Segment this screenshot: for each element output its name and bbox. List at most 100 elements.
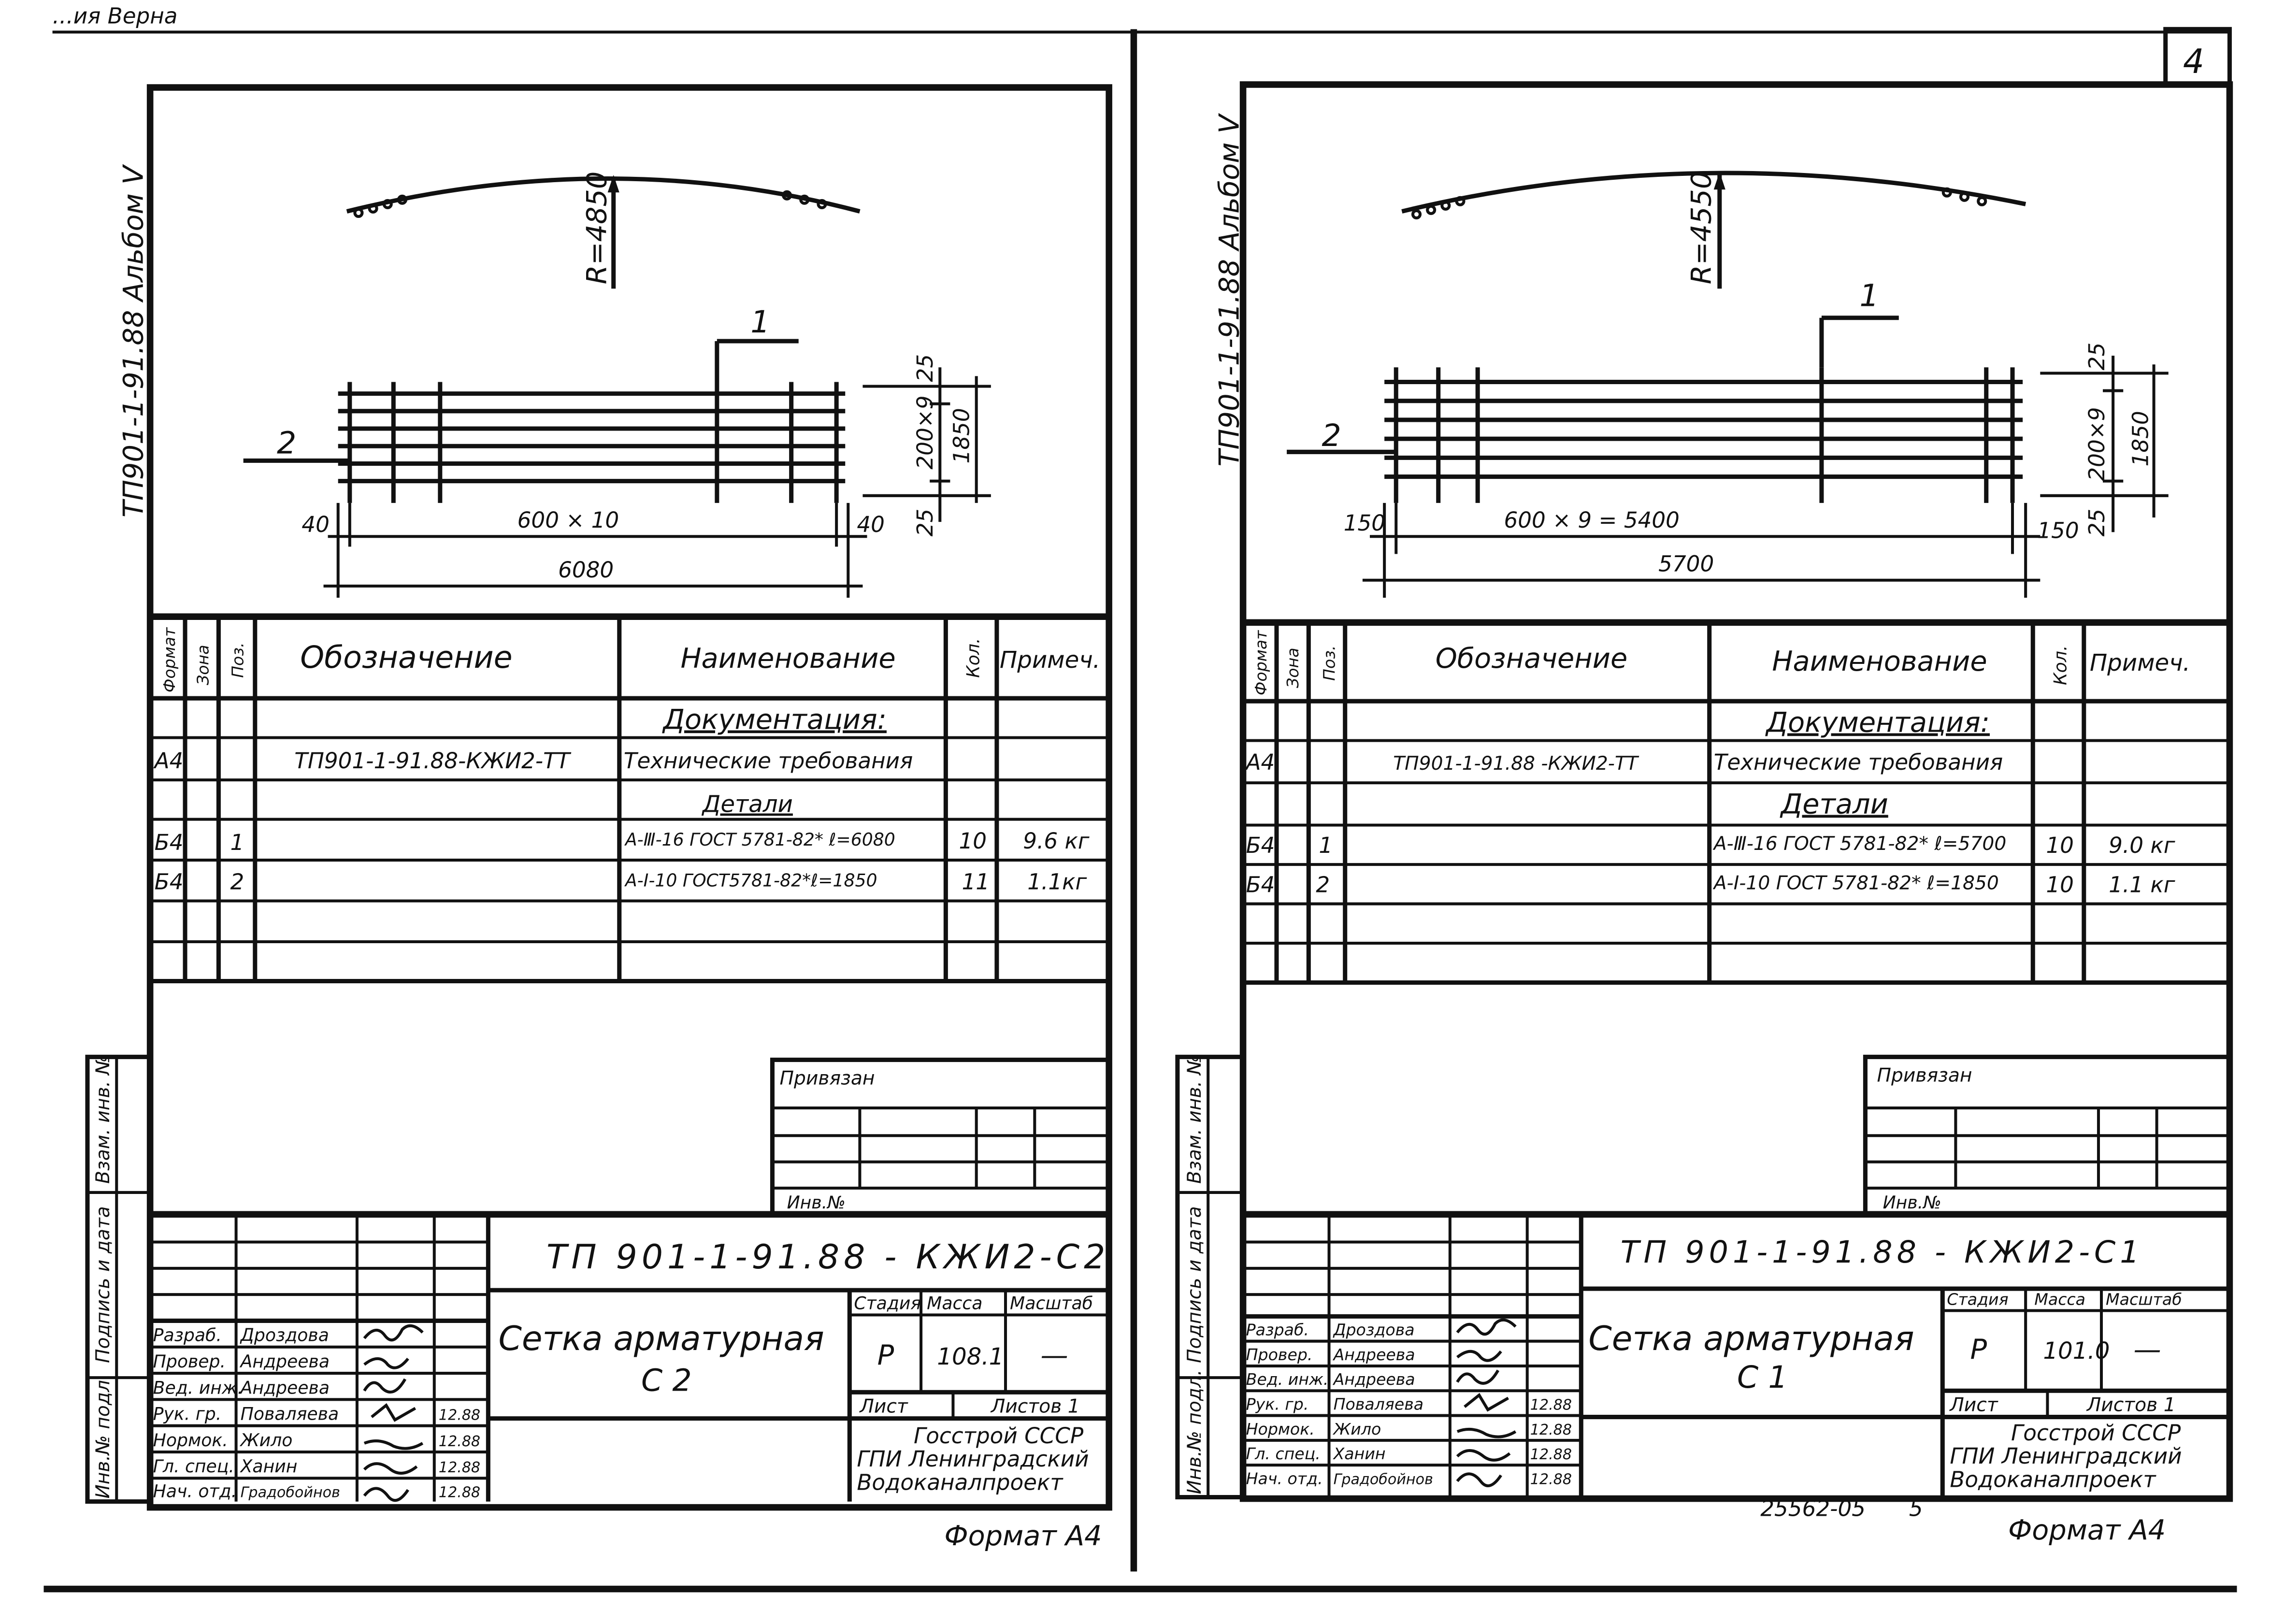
left-org-2: ГПИ Ленинградский: [857, 1446, 1089, 1472]
right-name-2: Андреева: [1333, 1370, 1415, 1389]
right-row4-format: Б4: [1246, 872, 1275, 897]
right-row0-name: Документация:: [1765, 706, 1990, 739]
right-row3-qty: 10: [2046, 833, 2074, 858]
right-name-5: Ханин: [1333, 1444, 1386, 1463]
right-scale: —: [2133, 1333, 2161, 1365]
right-pos1-label: 1: [1859, 278, 1879, 314]
left-sheet: ТП901-1-91.88 Альбом V R=4850: [85, 84, 1112, 1552]
right-arc: [1401, 171, 2026, 214]
left-side-label-podpis: Подпись и дата: [92, 1206, 114, 1363]
right-row3-note: 9.0 кг: [2109, 833, 2175, 858]
right-date-3: 12.88: [1530, 1396, 1572, 1413]
right-frame: [1239, 81, 2233, 1502]
right-name-3: Поваляева: [1334, 1394, 1424, 1413]
left-row1-format: А4: [153, 748, 184, 774]
left-name-5: Ханин: [240, 1456, 298, 1477]
left-hdr-zone: Зона: [193, 645, 212, 685]
left-date-6: 12.88: [439, 1484, 480, 1501]
top-stamp: ...ия Верна: [53, 3, 178, 29]
right-role-4: Нормок.: [1246, 1420, 1315, 1438]
right-row4-qty: 10: [2046, 872, 2074, 897]
right-privyazan: Привязан: [1877, 1065, 1972, 1087]
left-dim-height: 1850: [949, 408, 975, 463]
right-dim-top: 25: [2084, 343, 2110, 371]
left-mass: 108.1: [937, 1343, 1004, 1370]
right-mass: 101.0: [2043, 1337, 2110, 1365]
right-doc-number: 25562-05: [1760, 1496, 1866, 1522]
right-side-strip: [1175, 1054, 1246, 1500]
left-row4-name: А-Ⅰ-10 ГОСТ5781-82*ℓ=1850: [624, 870, 877, 891]
left-stage: Р: [877, 1339, 894, 1371]
left-hdr-note: Примеч.: [1000, 647, 1100, 674]
left-arc: [346, 176, 861, 214]
left-date-4: 12.88: [439, 1433, 480, 1450]
left-privyazan: Привязан: [780, 1068, 875, 1090]
left-title-grid: [150, 1211, 1109, 1502]
right-role-1: Провер.: [1246, 1345, 1313, 1364]
right-radius-arrow: [1713, 172, 1725, 190]
left-pos1-label: 1: [750, 304, 770, 340]
left-name-2: Андреева: [240, 1377, 330, 1398]
right-side-label-inv: Инв.№ подл.: [1184, 1369, 1206, 1494]
right-sheets-label: Листов 1: [2086, 1394, 2176, 1416]
right-sheet: ТП901-1-91.88 Альбом V R=4550: [1175, 81, 2233, 1546]
right-name-4: Жило: [1333, 1420, 1381, 1438]
right-dim-right: 150: [2037, 517, 2079, 543]
right-row3-format: Б4: [1246, 833, 1275, 858]
left-org-3: Водоканалпроект: [857, 1469, 1063, 1495]
right-sheet-label: Лист: [1949, 1394, 1998, 1416]
right-row3-name: А-Ⅲ-16 ГОСТ 5781-82* ℓ=5700: [1712, 833, 2007, 855]
left-pos2-label: 2: [277, 425, 296, 460]
left-format: Формат А4: [944, 1520, 1102, 1552]
left-row4-note: 1.1кг: [1027, 869, 1087, 894]
left-role-2: Вед. инж.: [153, 1377, 243, 1398]
left-dim-top: 25: [912, 354, 938, 382]
left-row3-format: Б4: [155, 830, 184, 855]
left-dim-lines: [323, 367, 991, 598]
left-radius-arrow: [607, 175, 619, 193]
left-radius: R=4850: [581, 172, 613, 285]
left-role-1: Провер.: [153, 1351, 226, 1372]
left-name-0: Дроздова: [240, 1325, 329, 1346]
left-row1-name: Технические требования: [624, 748, 913, 774]
left-album-label: ТП901-1-91.88 Альбом V: [117, 164, 150, 517]
page-number: 4: [2183, 43, 2204, 81]
right-mesh: [1287, 316, 2023, 503]
right-mass-label: Масса: [2034, 1290, 2085, 1308]
right-role-6: Нач. отд.: [1246, 1469, 1323, 1488]
right-role-5: Гл. спец.: [1246, 1444, 1321, 1463]
left-frame: [146, 84, 1112, 1511]
left-hdr-designation: Обозначение: [300, 639, 512, 675]
left-title-line2: С 2: [641, 1362, 692, 1398]
left-title-line1: Сетка арматурная: [498, 1320, 824, 1358]
right-privyazan-grid: [1863, 1054, 2232, 1217]
right-row1-name: Технические требования: [1714, 749, 2003, 775]
right-dim-lines: [1362, 356, 2169, 598]
left-role-3: Рук. гр.: [153, 1404, 222, 1424]
right-arc-bar-ends: [1411, 187, 1987, 220]
left-row2-name: Детали: [702, 790, 793, 818]
left-side-strip: [85, 1054, 153, 1504]
right-pos2-label: 2: [1322, 417, 1341, 453]
left-row4-qty: 11: [962, 869, 990, 894]
right-org-1: Госстрой СССР: [2011, 1420, 2181, 1446]
left-org-1: Госстрой СССР: [914, 1423, 1084, 1449]
right-dim-mid: 200×9: [2084, 407, 2110, 481]
right-title-line2: С 1: [1737, 1359, 1788, 1395]
right-hdr-pos: Поз.: [1320, 646, 1339, 681]
left-mass-label: Масса: [927, 1293, 982, 1313]
left-name-6: Градобойнов: [241, 1484, 340, 1501]
left-hdr-qty: Кол.: [963, 638, 984, 677]
right-stage: Р: [1970, 1333, 1987, 1365]
right-row2-name: Детали: [1779, 788, 1888, 820]
left-dim-left: 40: [302, 512, 330, 537]
right-org-3: Водоканалпроект: [1950, 1466, 2156, 1492]
right-title-line1: Сетка арматурная: [1588, 1320, 1914, 1358]
right-stage-label: Стадия: [1947, 1290, 2008, 1308]
left-side-label-inv: Инв.№ подл.: [92, 1374, 114, 1498]
left-dim-mid: 200×9: [912, 395, 938, 469]
left-date-3: 12.88: [439, 1407, 480, 1424]
left-role-0: Разраб.: [153, 1325, 222, 1346]
right-role-0: Разраб.: [1246, 1321, 1309, 1339]
